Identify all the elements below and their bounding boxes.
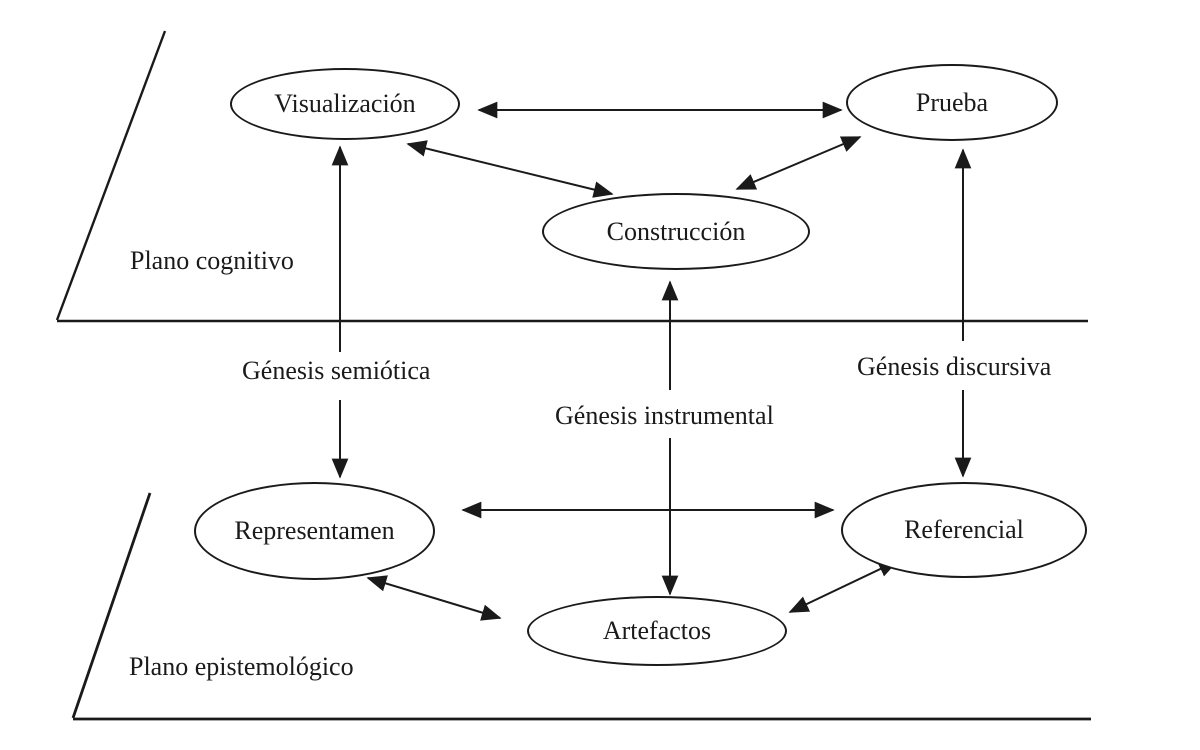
node-prueba: Prueba [846,64,1058,141]
edges-layer [331,101,972,621]
node-referencial: Referencial [841,482,1087,578]
label-genesis-discursiva: Génesis discursiva [855,352,1054,382]
cognitive-plane-outline [55,30,1088,323]
node-visualizacion: Visualización [230,68,460,140]
edge-artefactos-referencial [788,560,899,613]
label-genesis-semiotica: Génesis semiótica [240,356,433,386]
edge-visualizacion-construccion [406,140,614,198]
epistemological-plane-outline [71,492,1091,721]
label-plano-cognitivo: Plano cognitivo [128,246,296,276]
node-referencial-label: Referencial [904,515,1024,544]
node-artefactos: Artefactos [527,596,787,666]
node-construccion: Construcción [542,193,810,270]
label-plano-epistemologico: Plano epistemológico [127,652,356,682]
node-prueba-label: Prueba [915,87,989,117]
edge-representamen-artefactos [366,575,502,621]
node-construccion-label: Construcción [606,216,746,246]
node-representamen-label: Representamen [234,516,395,545]
node-representamen: Representamen [194,482,435,580]
edge-construccion-prueba [735,136,862,190]
label-genesis-instrumental: Génesis instrumental [553,401,776,431]
node-visualizacion-label: Visualización [274,89,416,118]
node-artefactos-label: Artefactos [602,616,712,645]
